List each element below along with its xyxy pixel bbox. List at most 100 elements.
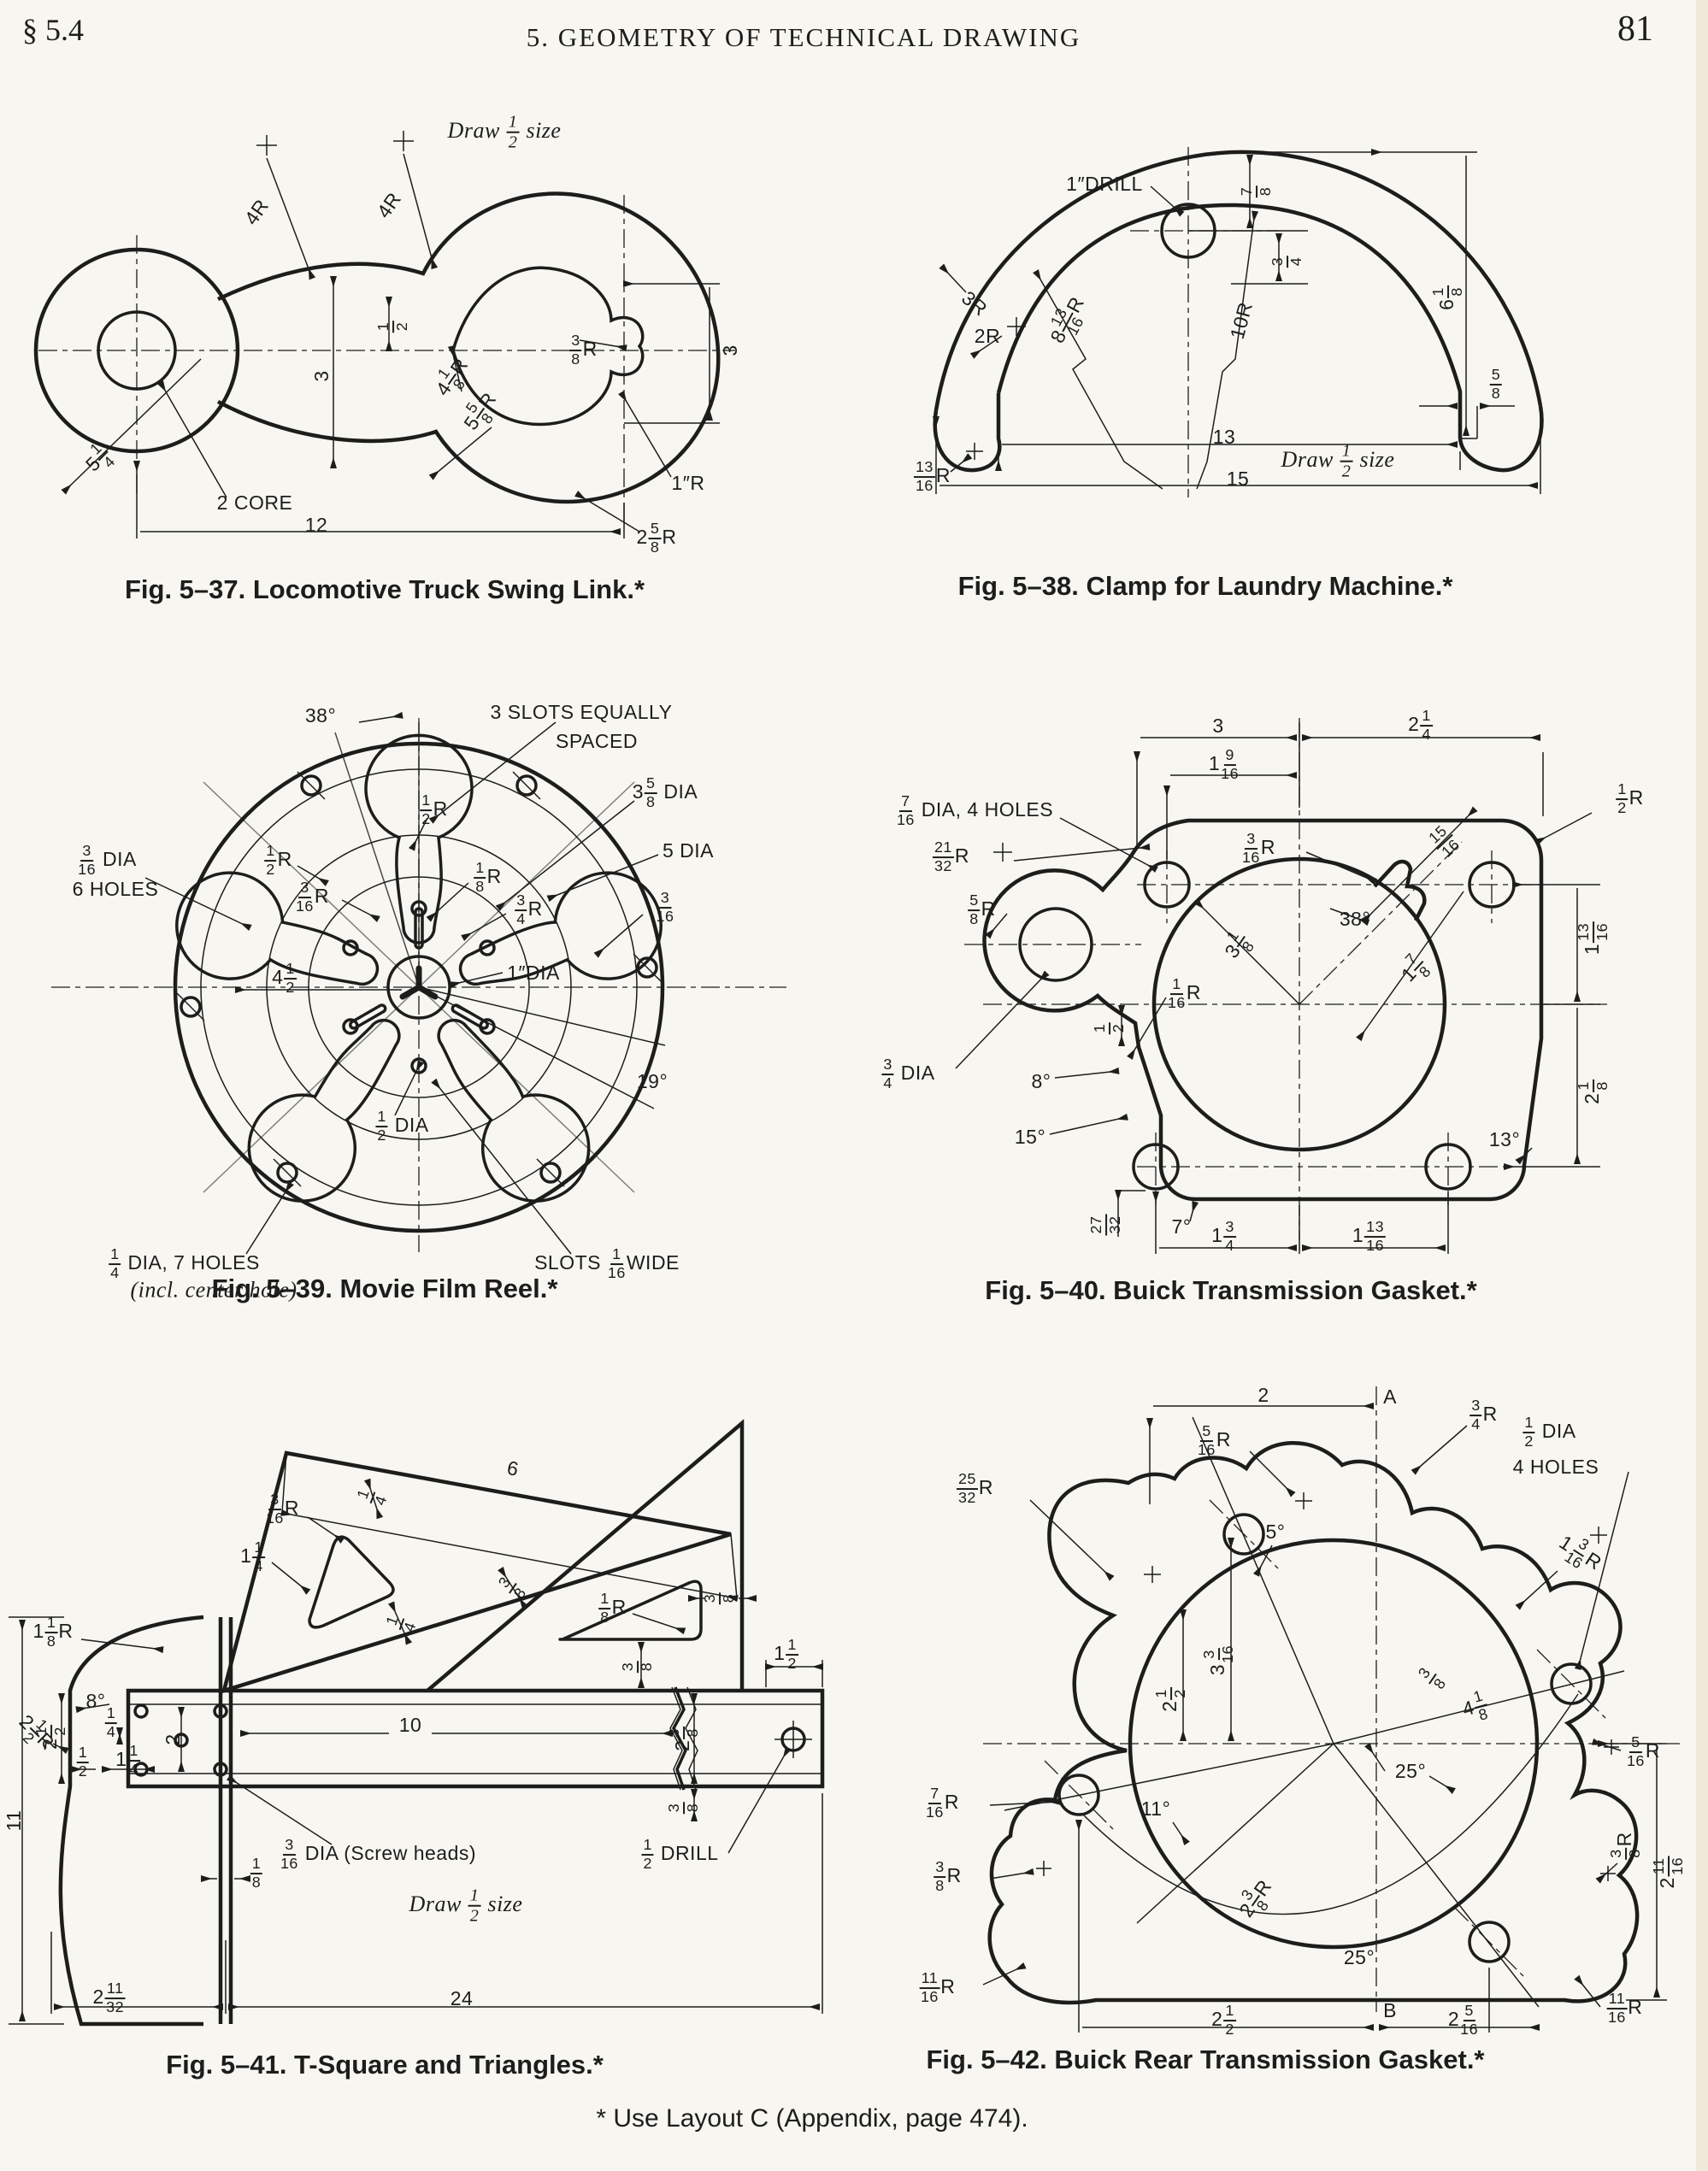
dimension-label: 3 <box>718 344 741 356</box>
fig40-drawing <box>955 718 1607 1295</box>
fig39-drawing <box>51 711 786 1255</box>
dimension-label: 15° <box>1014 1125 1046 1148</box>
dimension-label: 6 HOLES <box>72 877 159 900</box>
dimension-label: 2 CORE <box>216 491 293 514</box>
fig37-drawing <box>33 131 735 590</box>
dimension-label: 2 <box>161 1733 184 1745</box>
fig39-caption: Fig. 5–39. Movie Film Reel.* <box>211 1274 558 1303</box>
section-number: § 5.4 <box>22 13 84 47</box>
page-number: 81 <box>1617 9 1653 49</box>
dimension-label: 8° <box>85 1689 106 1712</box>
fig42-caption: Fig. 5–42. Buick Rear Transmission Gaske… <box>926 2045 1485 2074</box>
dimension-label: 25° <box>1343 1945 1375 1968</box>
dimension-label: 12 <box>304 513 328 536</box>
fig41-drawing <box>9 1419 825 2027</box>
dimension-label: 38° <box>304 703 337 727</box>
dimension-label: 7° <box>1171 1215 1192 1238</box>
fig41-caption: Fig. 5–41. T-Square and Triangles.* <box>166 2050 604 2080</box>
footnote: * Use Layout C (Appendix, page 474). <box>596 2104 1028 2133</box>
dimension-label: 11 <box>2 1809 25 1832</box>
dimension-label: 15 <box>1226 467 1250 490</box>
fig40-caption: Fig. 5–40. Buick Transmission Gasket.* <box>985 1275 1477 1305</box>
dimension-label: 38° <box>1339 907 1371 930</box>
dimension-label: (incl. center hole) <box>130 1277 297 1303</box>
dimension-label: 5 DIA <box>662 838 715 862</box>
fig38-caption: Fig. 5–38. Clamp for Laundry Machine.* <box>957 571 1453 601</box>
dimension-label: 2 <box>1257 1383 1269 1406</box>
dimension-label: A <box>1383 1385 1397 1408</box>
dimension-label: 4 HOLES <box>1512 1455 1599 1478</box>
page-title: 5. GEOMETRY OF TECHNICAL DRAWING <box>526 22 1081 52</box>
dimension-label: 2R <box>974 324 1001 347</box>
fig38-drawing <box>906 103 1708 598</box>
dimension-label: 3 <box>1212 714 1224 737</box>
dimension-label: 13° <box>1488 1127 1521 1150</box>
dimension-label: 25° <box>1394 1759 1427 1782</box>
dimension-label: 24 <box>450 1986 474 2009</box>
dimension-label: 1″DRILL <box>1066 172 1143 195</box>
dimension-label: 10 <box>398 1713 422 1736</box>
